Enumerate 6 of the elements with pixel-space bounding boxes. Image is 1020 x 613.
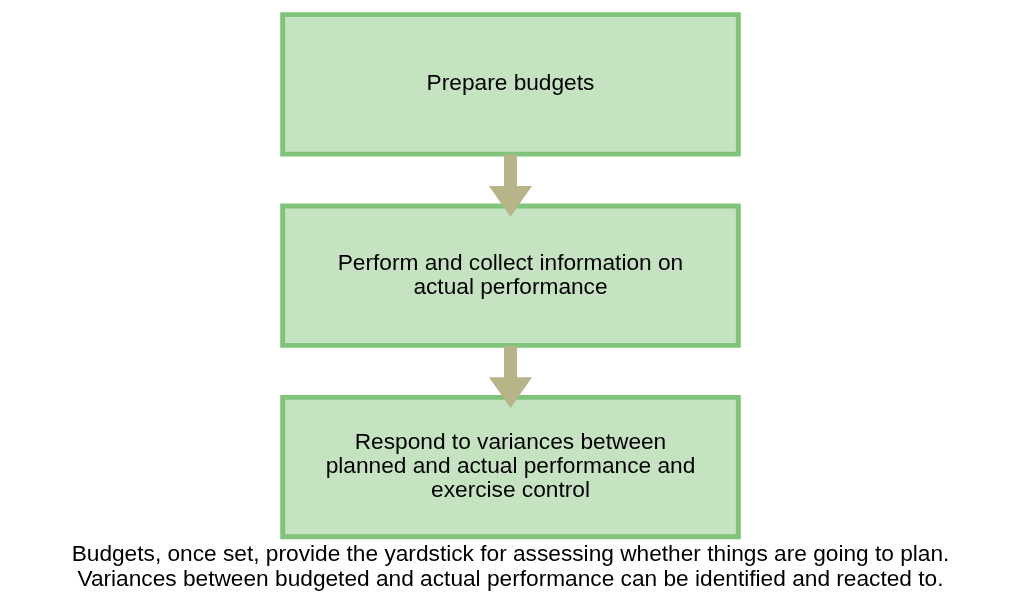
arrow (488, 154, 532, 217)
caption: Budgets, once set, provide the yardstick for assessing whether things are going to plan. Variances between budgeted and actual performance can be identified and reacted to. (71, 540, 949, 591)
node-box: Perform and collect information on actual performance (279, 203, 741, 348)
arrow (488, 345, 532, 408)
node-box: Prepare budgets (279, 12, 741, 157)
node-box: Respond to variances between planned and actual performance and exercise control (279, 394, 741, 540)
